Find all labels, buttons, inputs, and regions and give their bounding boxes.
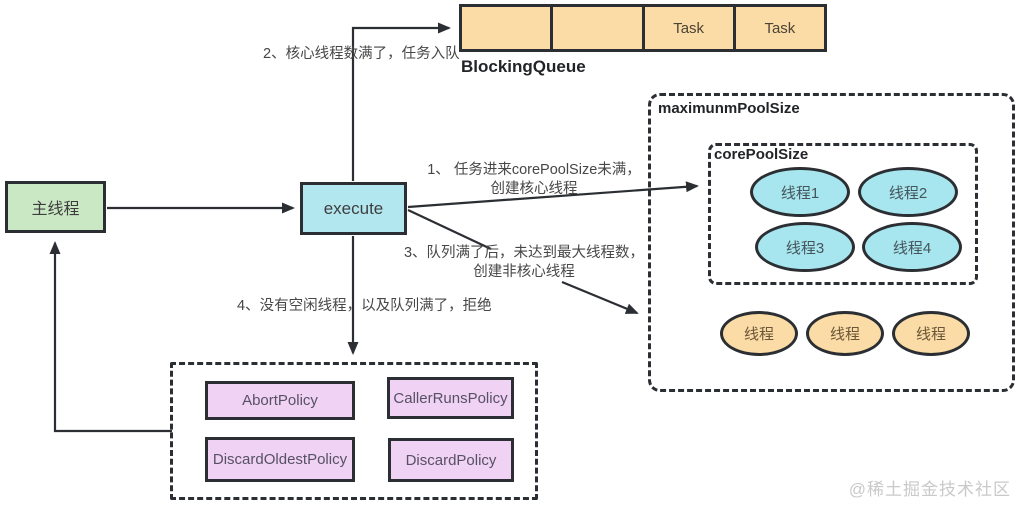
watermark: @稀土掘金技术社区 (848, 480, 1011, 499)
main-thread-node: 主线程 (5, 181, 106, 233)
step3-line2: 创建非核心线程 (473, 264, 575, 280)
queue-cell-1 (462, 7, 550, 49)
core-thread-1: 线程1 (750, 167, 850, 217)
step1-line1: 1、 任务进来corePoolSize未满， (427, 162, 641, 178)
blocking-queue-label: BlockingQueue (461, 57, 586, 76)
core-thread-3: 线程3 (755, 222, 855, 272)
extra-thread-3: 线程 (892, 311, 970, 356)
queue-cell-task-2: Task (732, 7, 824, 49)
step3-label: 3、队列满了后，未达到最大线程数， 创建非核心线程 (403, 244, 645, 282)
step2-label: 2、核心线程数满了，任务入队 (263, 46, 460, 62)
arrow-execute-to-maxpool-head (561, 280, 639, 315)
policy-discard-oldest: DiscardOldestPolicy (205, 437, 355, 482)
step4-label: 4、没有空闲线程，以及队列满了，拒绝 (237, 298, 492, 314)
step3-line1: 3、队列满了后，未达到最大线程数， (403, 245, 645, 261)
maximum-pool-size-box (648, 93, 1015, 392)
core-pool-size-box (708, 143, 978, 285)
step1-line2: 创建核心线程 (490, 181, 578, 197)
policy-abort: AbortPolicy (205, 381, 355, 420)
core-pool-size-title: corePoolSize (714, 146, 809, 163)
rejection-policies-box (170, 362, 538, 500)
policy-caller-runs: CallerRunsPolicy (387, 377, 514, 419)
arrow-policies-to-main (49, 241, 172, 433)
blocking-queue: Task Task (459, 4, 827, 52)
core-thread-4: 线程4 (862, 222, 962, 272)
execute-node: execute (300, 182, 407, 235)
extra-thread-2: 线程 (806, 311, 884, 356)
core-thread-2: 线程2 (858, 167, 958, 217)
policy-discard: DiscardPolicy (388, 438, 514, 482)
maximum-pool-size-title: maximunmPoolSize (658, 100, 800, 117)
extra-thread-1: 线程 (720, 311, 798, 356)
queue-cell-task-1: Task (641, 7, 733, 49)
step1-label: 1、 任务进来corePoolSize未满， 创建核心线程 (425, 161, 643, 199)
queue-cell-2 (550, 7, 641, 49)
